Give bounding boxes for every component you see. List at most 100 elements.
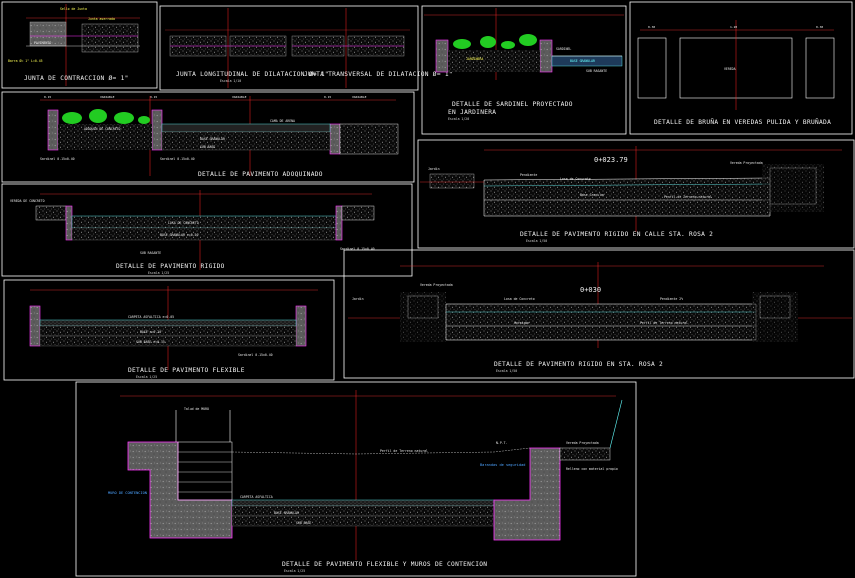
p9-label-2: Hormigon bbox=[514, 321, 529, 325]
p9-label-3: Perfil de Terreno natural bbox=[640, 321, 688, 325]
p7-label-1: Vereda Proyectada bbox=[730, 161, 763, 165]
p8-label-1: BASE e=0.20 bbox=[140, 330, 161, 334]
p7-label-0: Jardín bbox=[428, 167, 440, 171]
losa bbox=[71, 215, 337, 229]
p5-label-1: ADOQUIN DE CONCRETO bbox=[84, 127, 121, 131]
p1-label-0: Sello de Junta bbox=[60, 7, 87, 11]
retaining-wall-right bbox=[493, 447, 561, 541]
sardinel-right bbox=[539, 39, 553, 73]
p6-title: DETALLE DE PAVIMENTO RIGIDO bbox=[116, 263, 225, 270]
p5-dim-1: VARIABLE bbox=[100, 95, 115, 99]
p10-label-1: Perfil de Terreno natural bbox=[380, 449, 428, 453]
p10-scale: Escala 1/25 bbox=[284, 569, 305, 573]
panel-pavimento-rigido-sta-rosa: 0+030 Vereda Proyectada Losa de Concreto… bbox=[343, 249, 855, 379]
p4-dim-0: 0.30 bbox=[648, 25, 655, 29]
p1-label-2: PAVIMENTO bbox=[34, 41, 51, 45]
panel-juntas-dilatacion: JUNTA LONGITUDINAL DE DILATACION Ø= 1" J… bbox=[159, 5, 453, 91]
base-layer bbox=[161, 131, 331, 151]
panel-bruna-veredas: 0.30 1.20 0.30 VEREDA DETALLE DE BRUÑA E… bbox=[629, 1, 853, 135]
p10-label-8: Barandas de seguridad bbox=[480, 463, 525, 467]
p10-label-4: BASE GRANULAR bbox=[274, 511, 299, 515]
p7-label-3: Base Granular bbox=[580, 193, 605, 197]
p2-title-left: JUNTA LONGITUDINAL DE DILATACION Ø= 1" bbox=[176, 70, 329, 78]
p7-scale: Escala 1/50 bbox=[526, 239, 547, 243]
p6-label-3: SUB RASANTE bbox=[140, 251, 161, 255]
sardinel-right bbox=[329, 123, 341, 155]
retaining-wall-left bbox=[127, 441, 233, 539]
adoquin-layer bbox=[161, 123, 331, 133]
p8-label-3: Sardinel 0.15x0.40 bbox=[238, 353, 273, 357]
vereda-right bbox=[341, 205, 375, 221]
p4-dim-2: 0.30 bbox=[816, 25, 823, 29]
p1-label-3: Barra Ø= 1" L=0.45 bbox=[8, 58, 43, 63]
vereda-right-base bbox=[762, 164, 824, 212]
p9-label-1: Losa de Concreto bbox=[504, 297, 535, 301]
sardinel-left bbox=[435, 39, 449, 73]
p5-dim-0: 0.15 bbox=[44, 95, 51, 99]
p5-dim-3: VARIABLE bbox=[232, 95, 247, 99]
sardinel-left bbox=[47, 109, 59, 151]
p5-dim-2: 0.15 bbox=[150, 95, 157, 99]
sardinel-mid bbox=[151, 109, 163, 151]
panel-junta-contraccion: Sello de Junta Junta aserrada PAVIMENTO … bbox=[1, 1, 158, 89]
p5-dim-5: VARIABLE bbox=[352, 95, 367, 99]
vegetation bbox=[453, 34, 537, 49]
p5-label-4: SUB BASE bbox=[200, 145, 215, 149]
p6-label-4: Sardinel 0.15x0.40 bbox=[340, 247, 375, 251]
p2-title-right: JUNTA TRANSVERSAL DE DILATACION Ø= 1" bbox=[304, 70, 453, 78]
p1-label-1: Junta aserrada bbox=[88, 17, 115, 21]
panel-pavimento-flexible: CARPETA ASFALTICA e=0.05 BASE e=0.20 SUB… bbox=[3, 279, 335, 381]
vereda-right-top bbox=[559, 447, 611, 461]
p5-label-3: BASE GRANULAR bbox=[200, 137, 225, 141]
p9-title: DETALLE DE PAVIMENTO RIGIDO EN STA. ROSA… bbox=[494, 361, 663, 368]
p4-label-vereda: VEREDA bbox=[724, 67, 736, 71]
p1-title: JUNTA DE CONTRACCION Ø= 1" bbox=[24, 74, 129, 82]
jardin-left bbox=[429, 173, 475, 189]
p3-label-0: SARDINEL bbox=[556, 47, 571, 51]
p5-label-0: Sardinel 0.15x0.40 bbox=[40, 157, 75, 161]
p7-label-2: Losa de Concreto bbox=[560, 177, 591, 181]
slab-left bbox=[29, 21, 67, 47]
vereda-right-base bbox=[752, 292, 798, 342]
p9-scale: Escala 1/50 bbox=[496, 369, 517, 373]
subbase bbox=[231, 515, 495, 527]
subbase bbox=[39, 335, 297, 347]
p3-title-1: DETALLE DE SARDINEL PROYECTADO bbox=[452, 101, 573, 108]
p10-label-9: N.P.T. bbox=[496, 441, 508, 445]
carpeta bbox=[231, 499, 495, 507]
garden-soil bbox=[58, 124, 152, 150]
p6-label-0: VEREDA DE CONCRETO bbox=[10, 199, 45, 203]
p10-label-6: Relleno con material propio bbox=[566, 467, 618, 471]
p10-label-3: CARPETA ASFALTICA bbox=[240, 495, 273, 499]
panel-pavimento-rigido: VEREDA DE CONCRETO LOSA DE CONCRETO BASE… bbox=[1, 183, 413, 277]
stair-left bbox=[177, 441, 233, 501]
p6-label-1: LOSA DE CONCRETO bbox=[168, 221, 199, 225]
road-section bbox=[445, 303, 757, 341]
p6-label-2: BASE GRANULAR e=0.20 bbox=[160, 233, 198, 237]
sardinel-right bbox=[295, 305, 307, 347]
p10-title: DETALLE DE PAVIMENTO FLEXIBLE Y MUROS DE… bbox=[282, 561, 487, 568]
jardinera-soil bbox=[448, 50, 540, 72]
p9-station: 0+030 bbox=[580, 286, 601, 294]
p10-label-0: Talud de MURO bbox=[184, 407, 209, 411]
vegetation bbox=[62, 109, 150, 124]
terrain-profile bbox=[231, 447, 531, 455]
p7-title: DETALLE DE PAVIMENTO RIGIDO EN CALLE STA… bbox=[520, 231, 713, 238]
sardinel-right bbox=[335, 205, 343, 241]
sardinel-left bbox=[29, 305, 41, 347]
p10-label-5: SUB BASE bbox=[296, 521, 311, 525]
p4-dim-1: 1.20 bbox=[730, 25, 737, 29]
stair-steps bbox=[178, 451, 232, 493]
bruna-block-left bbox=[637, 37, 667, 99]
p7-label-4: Perfil de Terreno natural bbox=[664, 195, 712, 199]
p3-scale: Escala 1/20 bbox=[448, 117, 469, 121]
p8-scale: Escala 1/25 bbox=[136, 375, 157, 379]
panel-sardinel-jardinera: SARDINEL JARDINERA BASE GRANULAR SUB RAS… bbox=[421, 5, 627, 135]
base bbox=[231, 505, 495, 517]
panel-pavimento-adoquinado: 0.15 VARIABLE 0.15 VARIABLE 0.15 VARIABL… bbox=[1, 91, 415, 183]
p5-dim-4: 0.15 bbox=[324, 95, 331, 99]
p4-title: DETALLE DE BRUÑA EN VEREDAS PULIDA Y BRU… bbox=[654, 117, 831, 126]
p5-label-2: CAMA DE ARENA bbox=[270, 119, 295, 123]
p5-label-5: Sardinel 0.15x0.40 bbox=[160, 157, 195, 161]
